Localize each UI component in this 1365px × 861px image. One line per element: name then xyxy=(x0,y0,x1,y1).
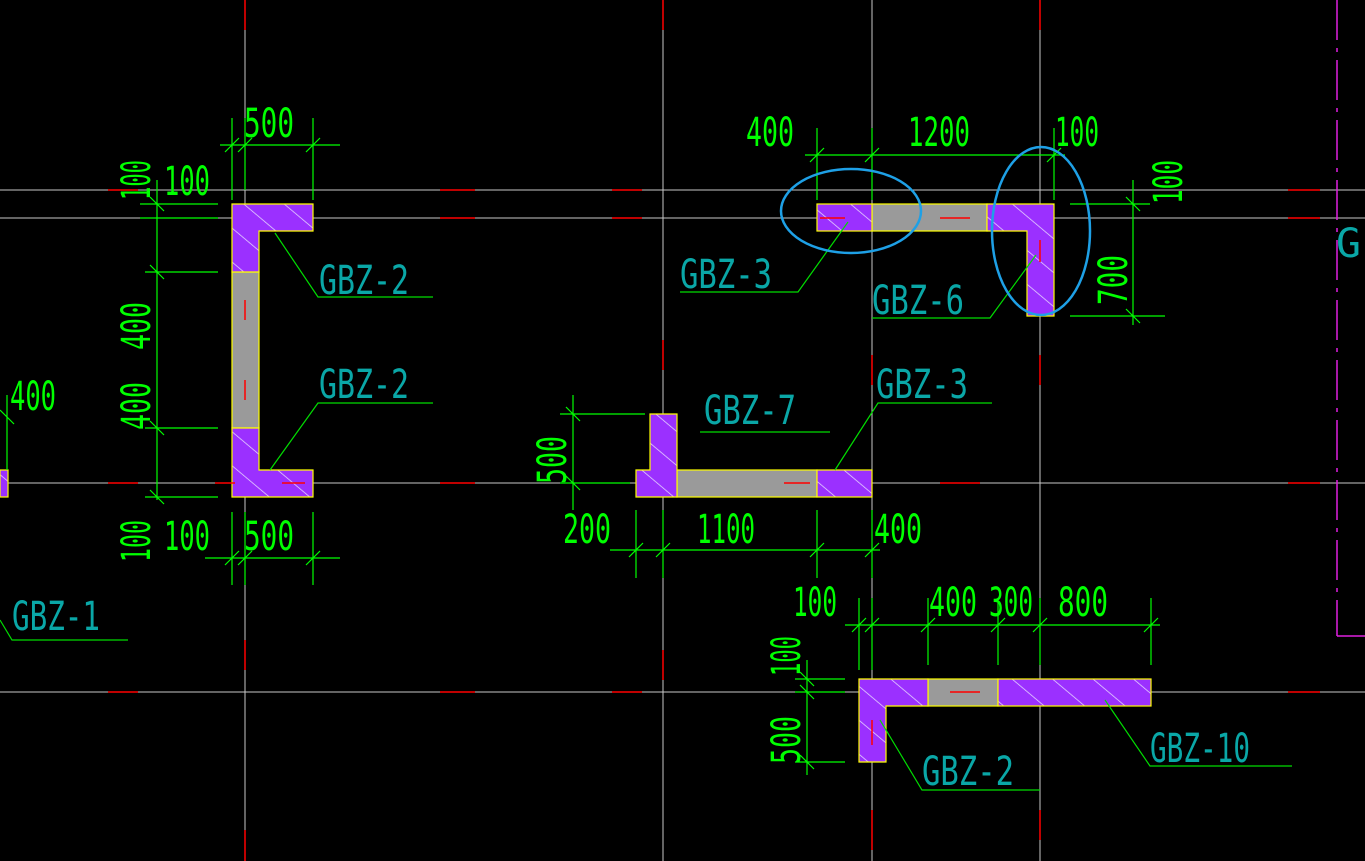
far-left-stub xyxy=(0,469,9,498)
label-gbz2-low: GBZ-2 xyxy=(922,749,1014,795)
dim-text: 1100 xyxy=(697,507,755,553)
highlight-ellipses xyxy=(779,145,1092,317)
boundary-line xyxy=(1336,0,1365,637)
dim-text: 400 xyxy=(874,507,922,553)
wall-center-marks xyxy=(215,217,1041,745)
member-labels: GBZ-1 GBZ-2 GBZ-2 GBZ-3 GBZ-6 GBZ-7 GBZ-… xyxy=(12,221,1365,795)
label-gbz3-mid: GBZ-3 xyxy=(876,362,968,408)
label-gbz2-mid: GBZ-2 xyxy=(319,362,409,408)
label-gbz1: GBZ-1 xyxy=(12,594,100,640)
dim-text: 100 xyxy=(1146,160,1192,204)
edge-member-gbz7 xyxy=(635,413,678,498)
label-gbz6: GBZ-6 xyxy=(872,278,964,324)
edge-member-gbz10 xyxy=(997,678,1152,707)
label-gbz10: GBZ-10 xyxy=(1150,726,1250,772)
label-gbz7: GBZ-7 xyxy=(704,388,796,434)
edge-member-gbz2-low xyxy=(858,678,929,763)
dim-text: 1200 xyxy=(908,110,970,156)
edge-member-gbz6 xyxy=(986,203,1055,317)
edge-member-bottom xyxy=(231,427,314,498)
label-cut-edge: GE xyxy=(1336,221,1365,267)
dim-text: 100 xyxy=(164,159,210,205)
dim-text: 400 xyxy=(114,382,160,430)
highlight-gbz6 xyxy=(990,145,1092,317)
dim-text: 200 xyxy=(563,507,611,553)
left-c-wall[interactable] xyxy=(231,203,314,498)
label-gbz3-top: GBZ-3 xyxy=(680,252,772,298)
leader-lines xyxy=(0,221,1292,791)
wall-segment xyxy=(231,271,260,429)
dim-text: 500 xyxy=(530,436,576,484)
highlight-gbz3 xyxy=(779,167,923,255)
edge-member-top xyxy=(231,203,314,273)
dimension-lines xyxy=(0,118,1165,775)
dim-text: 100 xyxy=(1055,110,1099,156)
dim-text: 100 xyxy=(793,580,837,626)
dimension-texts: 500 100 100 400 400 100 100 500 400 400 … xyxy=(10,101,1192,764)
dim-text: 500 xyxy=(244,101,294,147)
dim-text: 800 xyxy=(1058,580,1108,626)
dim-text: 300 xyxy=(989,580,1033,626)
dim-text: 400 xyxy=(114,302,160,350)
edge-member-gbz3-mid xyxy=(816,469,873,498)
dim-text: 400 xyxy=(10,374,56,420)
dim-text: 700 xyxy=(1091,255,1137,305)
dim-text: 100 xyxy=(764,636,810,676)
dim-text: 100 xyxy=(114,520,160,562)
dim-text: 400 xyxy=(746,110,794,156)
dim-text: 100 xyxy=(114,160,160,200)
dim-text: 100 xyxy=(164,514,210,560)
dim-text: 500 xyxy=(764,716,810,764)
dim-text: 500 xyxy=(244,514,294,560)
label-gbz2-top: GBZ-2 xyxy=(319,258,409,304)
dim-text: 400 xyxy=(929,580,977,626)
